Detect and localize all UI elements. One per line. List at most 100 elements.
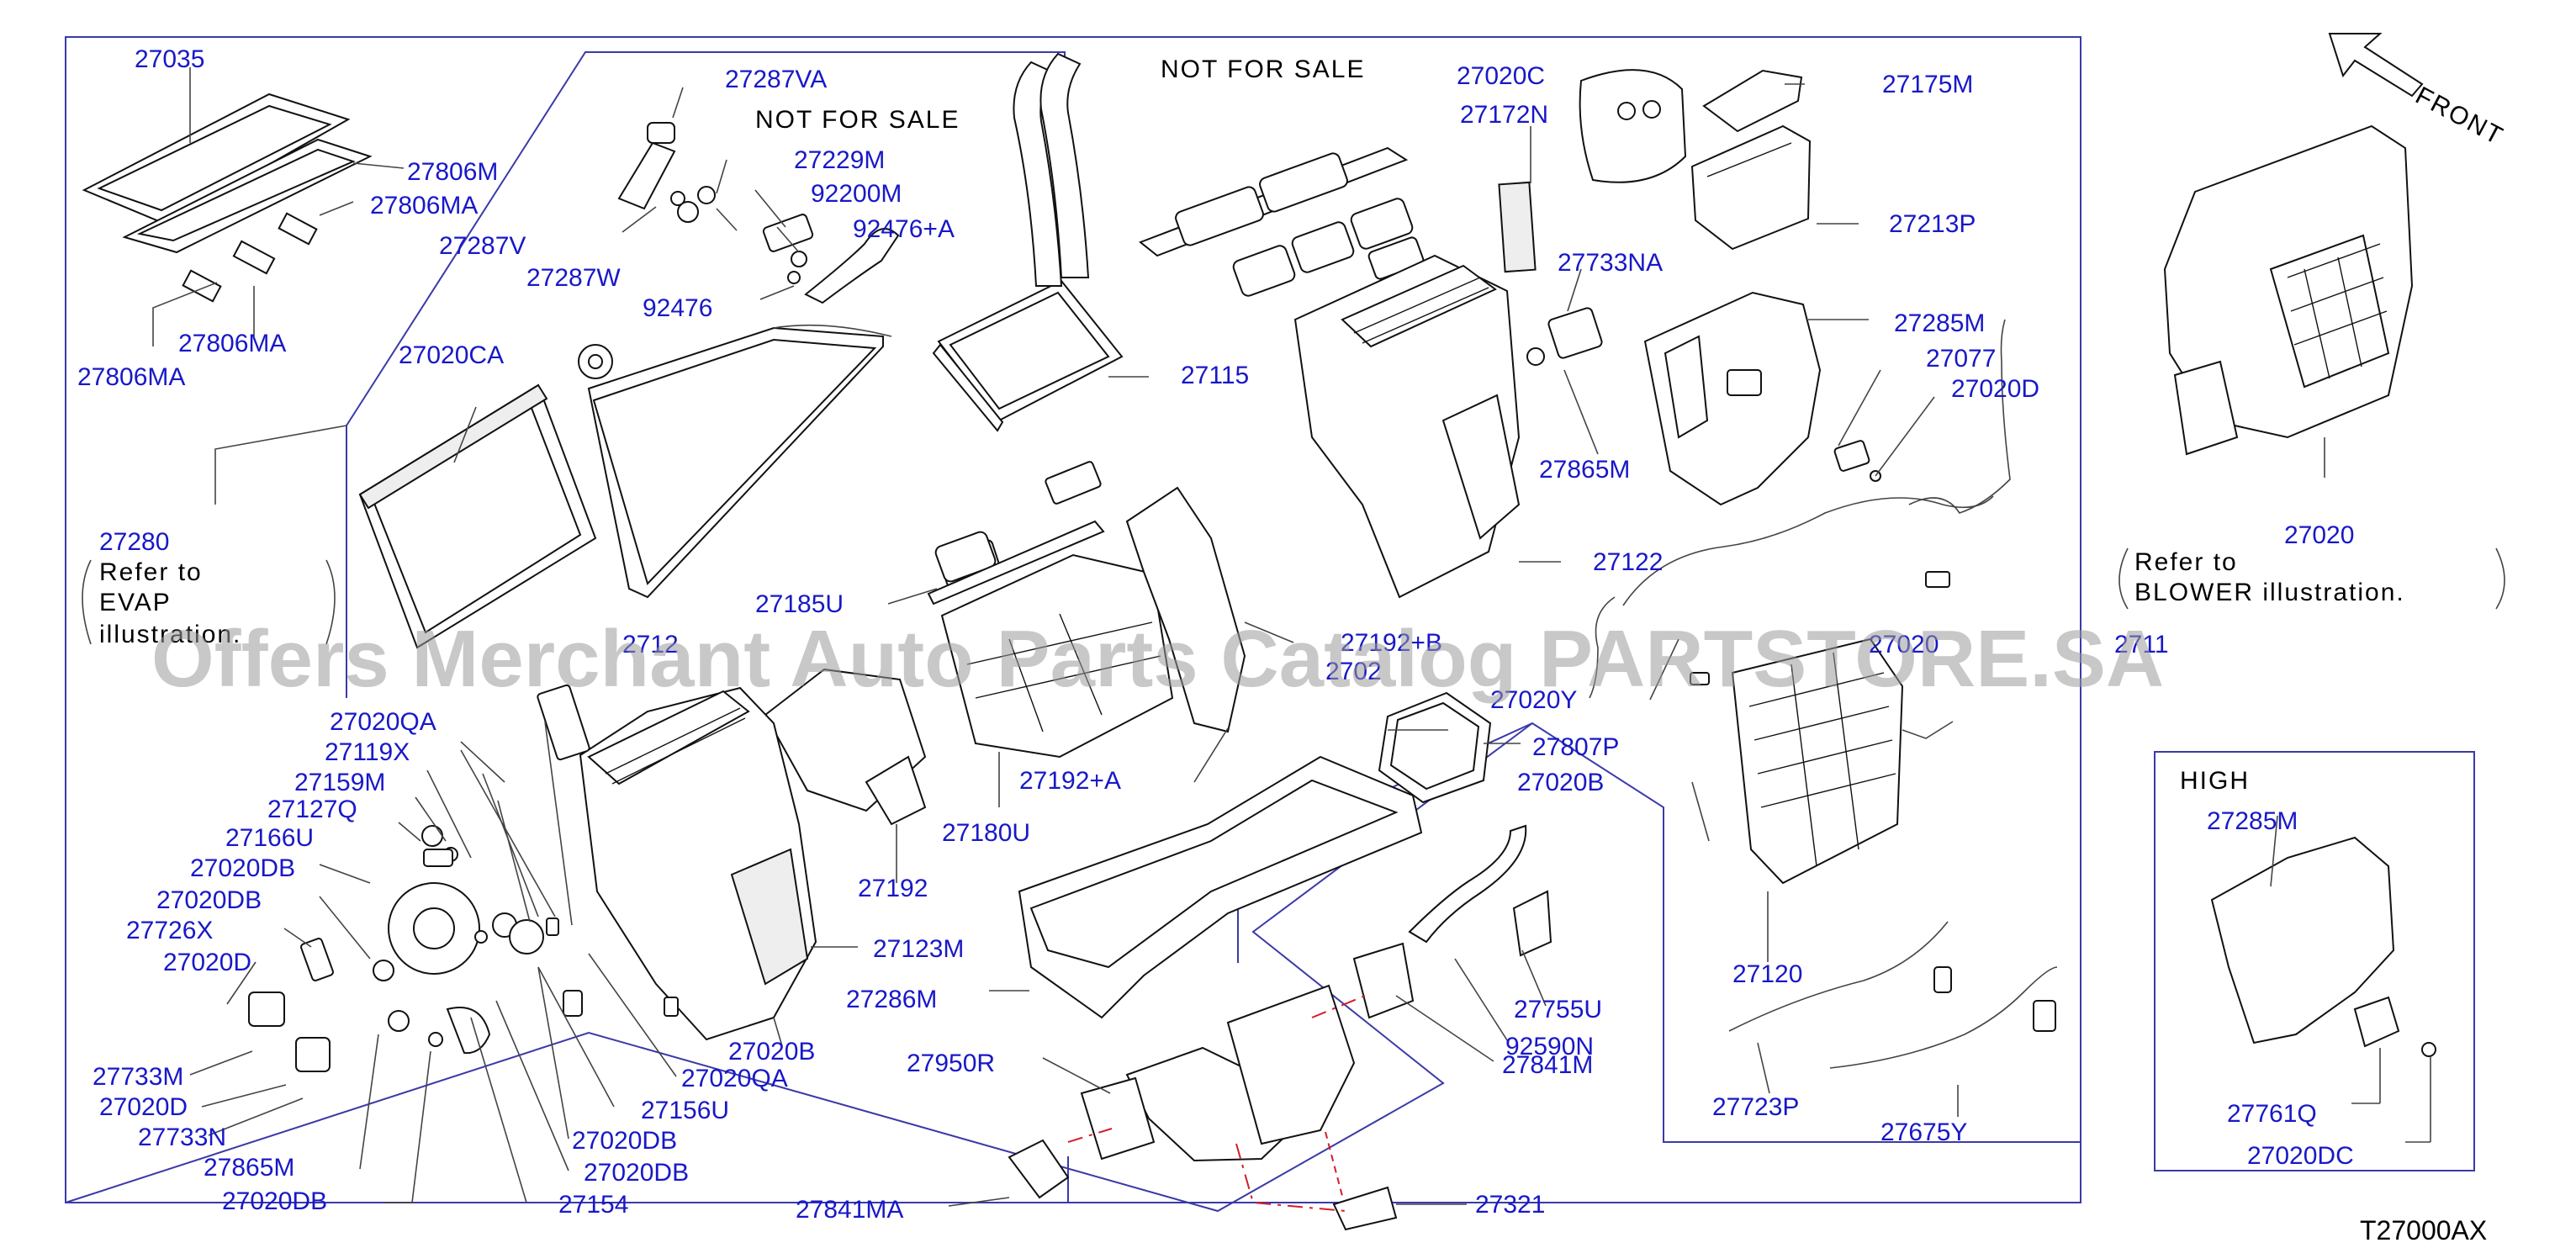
label-27020QA: 27020QA bbox=[681, 1065, 788, 1092]
floor-duct-27950R bbox=[1008, 984, 1398, 1231]
label-partial: 2702 bbox=[1325, 658, 1382, 685]
label-92476: 92476 bbox=[643, 294, 712, 322]
duct-27185U bbox=[927, 520, 1105, 605]
label-27020D: 27020D bbox=[163, 949, 251, 976]
blend-door-27180U bbox=[940, 553, 1174, 759]
label-27950R: 27950R bbox=[907, 1050, 995, 1077]
small-parts-left bbox=[248, 825, 679, 1072]
label-27020B: 27020B bbox=[1517, 769, 1604, 796]
label-27675Y: 27675Y bbox=[1880, 1118, 1967, 1146]
label-27115: 27115 bbox=[1181, 362, 1249, 389]
label-27723P: 27723P bbox=[1712, 1093, 1799, 1121]
label-27733M: 27733M bbox=[93, 1063, 183, 1091]
label-27154: 27154 bbox=[558, 1191, 628, 1219]
label-27229M: 27229M bbox=[794, 146, 885, 174]
label-27733N: 27733N bbox=[138, 1124, 226, 1151]
label-27119X: 27119X bbox=[325, 738, 410, 766]
label-27841M: 27841M bbox=[1502, 1051, 1593, 1079]
evaporator-27020CA bbox=[358, 383, 597, 649]
label-27726X: 27726X bbox=[126, 917, 213, 944]
label-27807P: 27807P bbox=[1532, 733, 1619, 761]
label-27287VA: 27287VA bbox=[725, 66, 827, 93]
label-partial: 2711 bbox=[2114, 631, 2169, 658]
label-27123M: 27123M bbox=[873, 935, 964, 963]
label-27020: 27020 bbox=[2284, 521, 2354, 549]
label-27185U: 27185U bbox=[755, 590, 844, 618]
label-27166U: 27166U bbox=[225, 824, 314, 852]
label-27020CA: 27020CA bbox=[399, 341, 504, 369]
label-27020DB: 27020DB bbox=[222, 1187, 327, 1215]
label-27020DB: 27020DB bbox=[584, 1159, 689, 1187]
label-27755U: 27755U bbox=[1514, 996, 1602, 1023]
diagram-code: T27000AX bbox=[2360, 1215, 2487, 1245]
label-92200M: 92200M bbox=[811, 180, 902, 208]
label-27020DC: 27020DC bbox=[2247, 1142, 2354, 1170]
label-92476A: 92476+A bbox=[853, 215, 955, 243]
sensor-27287 bbox=[578, 122, 900, 379]
label-27806MA: 27806MA bbox=[77, 363, 185, 391]
label-27127Q: 27127Q bbox=[267, 796, 357, 823]
label-27120: 27120 bbox=[1732, 960, 1802, 988]
main-case-27123M bbox=[537, 684, 817, 1041]
door-27192 bbox=[764, 668, 927, 826]
note-evap: EVAP bbox=[99, 589, 172, 616]
label-92590N: 92590N bbox=[1505, 1033, 1594, 1060]
note-refer-blower: Refer to bbox=[2134, 548, 2238, 576]
label-27192A: 27192+A bbox=[1019, 767, 1121, 795]
note-not-for-sale: NOT FOR SALE bbox=[1161, 56, 1366, 83]
label-27175M: 27175M bbox=[1882, 71, 1973, 98]
note-evap-illustration: illustration. bbox=[99, 621, 241, 648]
label-27285M-high: 27285M bbox=[2207, 807, 2298, 835]
bracket-27285M bbox=[1643, 291, 1881, 506]
part-labels: 27035 27806M 27806MA 27806MA 27806MA 272… bbox=[77, 45, 2354, 1224]
filter-27020C bbox=[1498, 69, 1687, 273]
cover-27175M bbox=[1690, 69, 1812, 251]
note-not-for-sale: NOT FOR SALE bbox=[755, 106, 960, 134]
lower-case-27120 bbox=[1731, 637, 1904, 885]
heater-core-27115 bbox=[932, 52, 1124, 505]
label-27865M: 27865M bbox=[204, 1154, 294, 1182]
label-27285M: 27285M bbox=[1894, 309, 1985, 337]
label-27192B: 27192+B bbox=[1341, 629, 1442, 657]
label-partial: 27020 bbox=[1869, 631, 1939, 658]
label-27122: 27122 bbox=[1593, 548, 1663, 576]
label-partial: 2712 bbox=[622, 631, 679, 658]
seal-27807P bbox=[1378, 691, 1492, 804]
front-arrow-icon bbox=[2328, 33, 2424, 98]
label-27761Q: 27761Q bbox=[2227, 1100, 2317, 1128]
red-dash-guides bbox=[1067, 993, 1370, 1212]
label-27159M: 27159M bbox=[294, 769, 385, 796]
evaporator-main bbox=[587, 324, 892, 599]
blower-unit-27020 bbox=[2163, 124, 2414, 456]
label-27806MA: 27806MA bbox=[178, 330, 286, 357]
duct-27192A bbox=[1125, 486, 1246, 733]
upper-case-27122 bbox=[1293, 254, 1521, 599]
label-27020DB: 27020DB bbox=[190, 854, 295, 882]
harness-lower bbox=[1728, 921, 2058, 1069]
note-blower: BLOWER illustration. bbox=[2134, 579, 2405, 606]
label-27020DB: 27020DB bbox=[156, 886, 262, 914]
label-27806M: 27806M bbox=[407, 158, 498, 186]
label-27020D: 27020D bbox=[99, 1093, 188, 1121]
harness bbox=[1589, 319, 2011, 699]
label-27865M: 27865M bbox=[1539, 456, 1630, 484]
watermark: Offers Merchant Auto Parts Catalog PARTS… bbox=[151, 614, 2164, 704]
label-27020Y: 27020Y bbox=[1490, 686, 1577, 714]
label-27077: 27077 bbox=[1926, 345, 1996, 373]
label-27286M: 27286M bbox=[846, 986, 937, 1013]
high-label: HIGH bbox=[2180, 767, 2250, 795]
label-27020D: 27020D bbox=[1951, 375, 2039, 403]
label-27213P: 27213P bbox=[1889, 210, 1976, 238]
label-27035: 27035 bbox=[135, 45, 204, 73]
label-27172N: 27172N bbox=[1460, 101, 1548, 129]
label-27156U: 27156U bbox=[641, 1097, 729, 1124]
high-inset-parts bbox=[2210, 836, 2436, 1057]
label-27287W: 27287W bbox=[526, 264, 621, 292]
label-27733NA: 27733NA bbox=[1558, 249, 1663, 277]
label-27287V: 27287V bbox=[439, 232, 526, 260]
note-refer-evap: Refer to bbox=[99, 558, 203, 586]
label-27806MA: 27806MA bbox=[370, 192, 478, 219]
label-27020QA: 27020QA bbox=[330, 708, 436, 736]
label-27841MA: 27841MA bbox=[796, 1196, 903, 1224]
